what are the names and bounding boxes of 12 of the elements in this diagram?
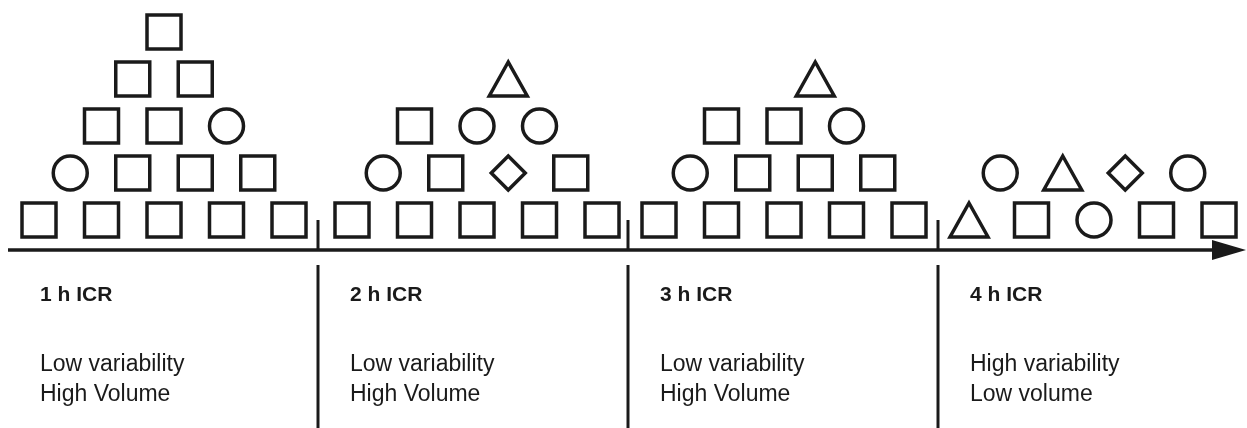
description-text: High Volume	[350, 379, 481, 408]
period-heading: 3 h ICR	[660, 282, 733, 306]
description-text: High variability	[970, 349, 1120, 378]
description-text: Low variability	[350, 349, 495, 378]
description-text: Low variability	[660, 349, 805, 378]
description-text: High Volume	[40, 379, 171, 408]
description-text: Low variability	[40, 349, 185, 378]
description-text: Low volume	[970, 379, 1093, 408]
period-heading: 1 h ICR	[40, 282, 113, 306]
period-heading: 4 h ICR	[970, 282, 1043, 306]
description-text: High Volume	[660, 379, 791, 408]
period-heading: 2 h ICR	[350, 282, 423, 306]
